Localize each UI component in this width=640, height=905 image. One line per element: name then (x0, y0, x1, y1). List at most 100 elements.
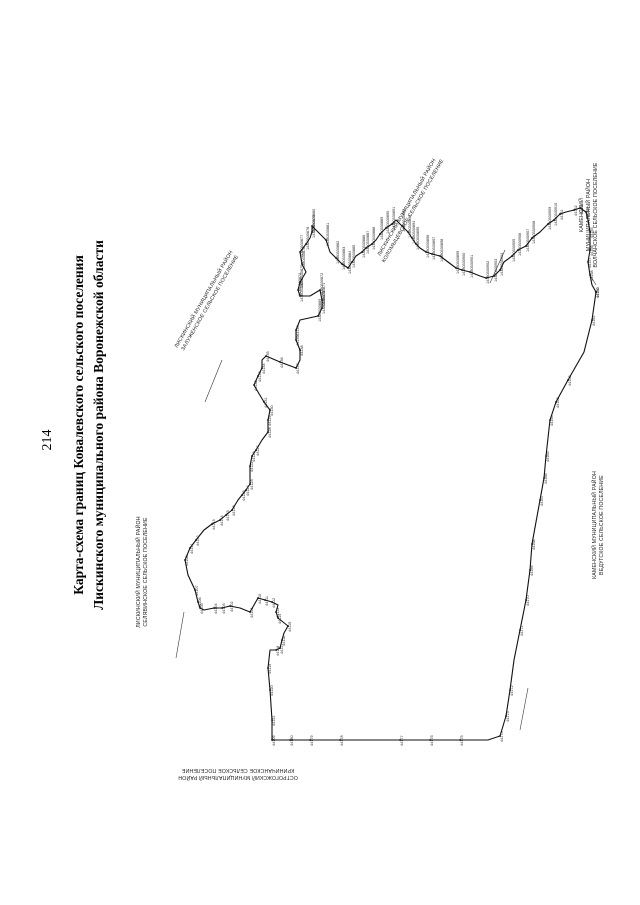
boundary-point-label: 14380330898 (440, 239, 444, 262)
boundary-point-label: 44137 (296, 363, 300, 374)
boundary-point-label: 44112 (272, 598, 276, 608)
boundary-point-marker (509, 689, 511, 691)
boundary-point-marker (317, 315, 319, 317)
boundary-point-label: 44126 (252, 451, 256, 462)
boundary-point-marker (579, 207, 581, 209)
boundary-point-label: 44154 (586, 207, 590, 218)
boundary-point-label: 44104 (214, 603, 218, 614)
boundary-point-marker (321, 299, 323, 301)
boundary-point-marker (295, 339, 297, 341)
boundary-point-marker (255, 449, 257, 451)
boundary-point-label: 14380330883 (342, 247, 346, 270)
boundary-point-marker (249, 611, 251, 613)
boundary-point-marker (309, 739, 311, 741)
boundary-point-label: 44167 (540, 495, 544, 506)
boundary-point-marker (379, 233, 381, 235)
boundary-point-label: 44160 (596, 287, 600, 298)
boundary-point-marker (361, 251, 363, 253)
boundary-point-label: 44166 (544, 473, 548, 484)
boundary-point-label: 44116 (282, 636, 286, 646)
boundary-point-marker (271, 601, 273, 603)
boundary-point-label: 44164 (550, 415, 554, 426)
boundary-point-label: 44173 (506, 711, 510, 722)
boundary-point-marker (499, 269, 501, 271)
region-east-line2: МУНИЦИПАЛЬНЫЙ РАЙОН (584, 179, 592, 251)
boundary-point-marker (267, 431, 269, 433)
boundary-point-label: 44120 (270, 685, 274, 696)
boundary-point-label: 14380330903 (494, 259, 498, 282)
boundary-point-marker (407, 231, 409, 233)
boundary-point-marker (261, 367, 263, 369)
boundary-point-marker (245, 489, 247, 491)
boundary-point-marker (275, 611, 277, 613)
boundary-point-label: 44177 (400, 735, 404, 746)
boundary-point-marker (277, 617, 279, 619)
boundary-point-marker (253, 384, 255, 386)
boundary-point-label: 44103 (222, 603, 226, 614)
boundary-point-label: 44151 (560, 209, 564, 220)
boundary-point-label: 44159 (596, 287, 600, 298)
boundary-point-marker (399, 739, 401, 741)
boundary-point-marker (287, 625, 289, 627)
boundary-point-marker (425, 251, 427, 253)
boundary-point-label: 44168 (532, 539, 536, 550)
boundary-point-marker (429, 739, 431, 741)
boundary-point-marker (587, 261, 589, 263)
boundary-point-label: 44135 (266, 351, 270, 362)
boundary-point-label: 44105 (200, 603, 204, 614)
boundary-point-marker (589, 231, 591, 233)
boundary-point-label: 44123 (250, 479, 254, 490)
boundary-point-label: 44174 (500, 731, 504, 742)
boundary-point-marker (311, 231, 313, 233)
boundary-point-label: 44125 (242, 490, 246, 501)
boundary-point-label: 44176 (430, 735, 434, 746)
region-west-line2: КРИНИЧАНСКОЕ СЕЛЬСКОЕ ПОСЕЛЕНИЕ (181, 767, 294, 773)
boundary-point-label: 44134 (262, 363, 266, 374)
boundary-point-marker (539, 499, 541, 501)
boundary-point-label: 44140 (296, 325, 300, 336)
boundary-point-marker (529, 569, 531, 571)
boundary-point-label: 44139 (296, 335, 300, 346)
boundary-point-label: 14380330891 (392, 207, 396, 230)
boundary-point-label: 14380330893 (408, 215, 412, 238)
boundary-point-marker (339, 739, 341, 741)
region-west-label: ОСТРОГОЖСКИЙ МУНИЦИПАЛЬНЫЙ РАЙОН КРИНИЧА… (178, 767, 298, 782)
boundary-point-marker (189, 547, 191, 549)
boundary-point-marker (325, 239, 327, 241)
boundary-point-marker (295, 329, 297, 331)
boundary-point-marker (299, 251, 301, 253)
boundary-point-label: 44179 (310, 735, 314, 746)
neighbour-lines (175, 249, 597, 731)
boundary-point-label: 14380330874 (298, 273, 302, 296)
boundary-point-label: 44141 (190, 543, 194, 554)
boundary-point-label: 14380330888 (372, 227, 376, 250)
boundary-point-marker (267, 419, 269, 421)
boundary-point-marker (279, 647, 281, 649)
boundary-point-marker (219, 519, 221, 521)
boundary-point-label: 14380330886 (362, 235, 366, 258)
boundary-point-marker (249, 483, 251, 485)
boundary-point-marker (573, 209, 575, 211)
boundary-point-marker (531, 237, 533, 239)
boundary-point-label: 44171 (520, 625, 524, 636)
boundary-point-marker (297, 289, 299, 291)
boundary-point-label: 44142 (196, 535, 200, 546)
boundary-point-label: 44110 (258, 594, 262, 604)
boundary-point-marker (499, 735, 501, 737)
boundary-point-marker (415, 243, 417, 245)
boundary-point-label: 44143 (212, 519, 216, 530)
boundary-point-marker (511, 255, 513, 257)
region-west-line1: ОСТРОГОЖСКИЙ МУНИЦИПАЛЬНЫЙ РАЙОН (178, 774, 298, 782)
boundary-point-label: 44119 (268, 664, 272, 674)
page-number: 214 (40, 430, 55, 451)
boundary-point-marker (553, 219, 555, 221)
region-east-label: КАМЕНСКИЙ МУНИЦИПАЛЬНЫЙ РАЙОН ВОЛЧАНСКОЕ… (577, 162, 599, 267)
boundary-point-label: 44178 (340, 735, 344, 746)
boundary-point-label: 44158 (590, 270, 594, 281)
boundary-point-marker (341, 263, 343, 265)
boundary-point-label: 44117 (280, 644, 284, 654)
boundary-point-label: 44102 (230, 601, 234, 612)
boundary-point-marker (591, 319, 593, 321)
boundary-point-label: 44155 (590, 227, 594, 238)
boundary-point-label: 14380330881 (326, 223, 330, 246)
